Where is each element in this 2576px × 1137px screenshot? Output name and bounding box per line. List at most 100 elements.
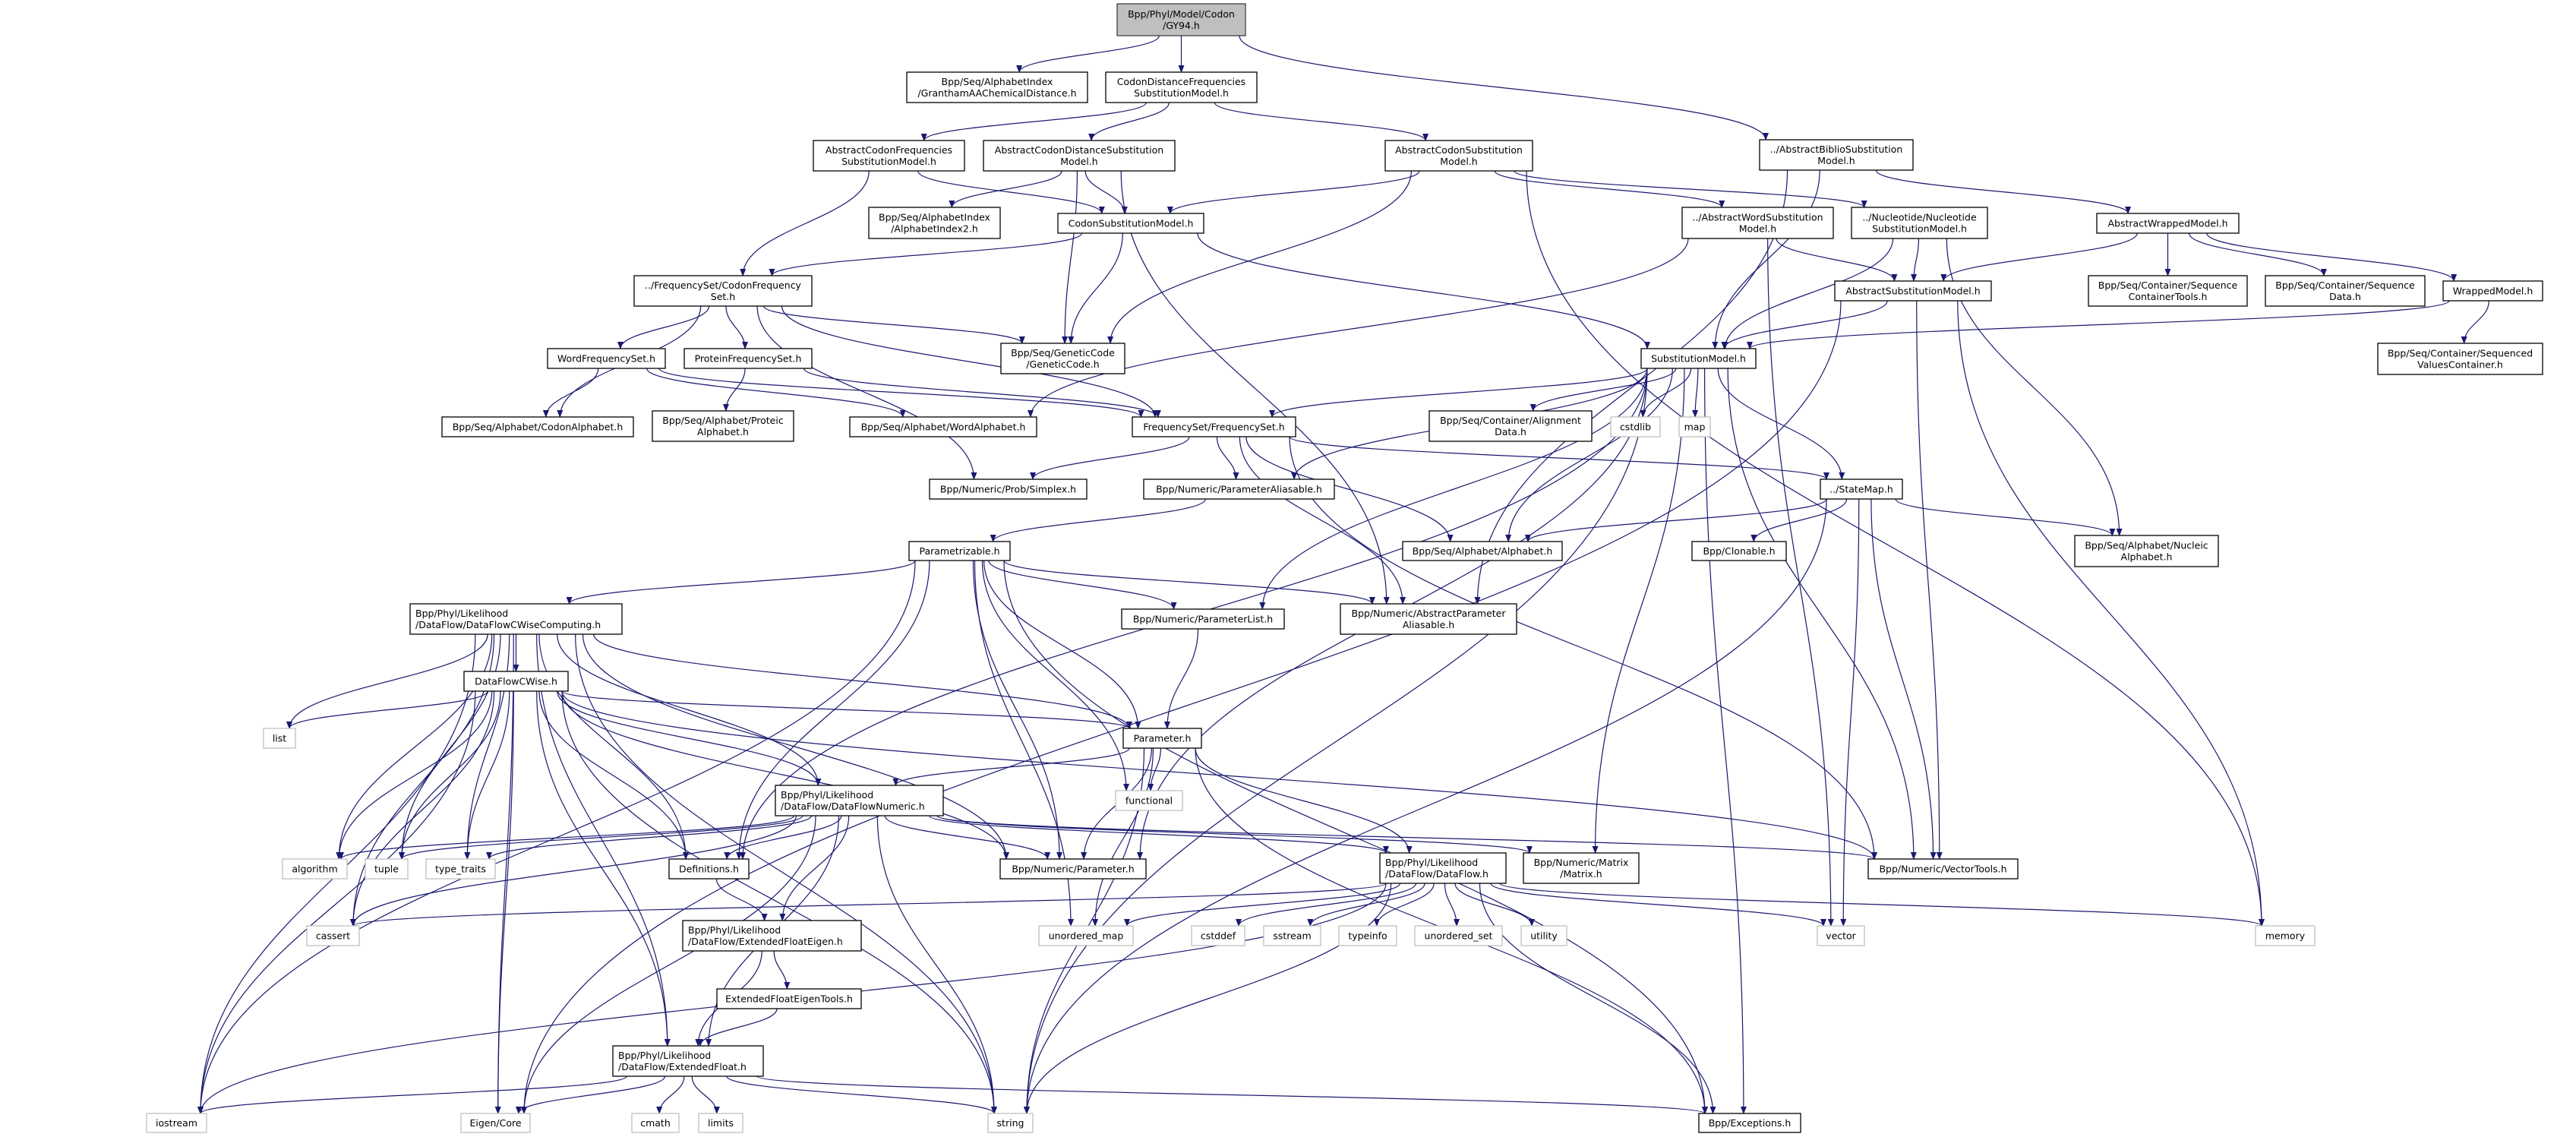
graph-node-string: string (987, 1113, 1034, 1133)
graph-node-ca[interactable]: Bpp/Seq/Alphabet/CodonAlphabet.h (441, 416, 634, 437)
graph-node-nparameter[interactable]: Bpp/Numeric/Parameter.h (999, 858, 1147, 880)
graph-node-csm[interactable]: CodonSubstitutionModel.h (1057, 213, 1204, 234)
node-label: ../AbstractBiblioSubstitution (1770, 144, 1903, 155)
node-label: limits (708, 1117, 734, 1129)
node-label: /GY94.h (1163, 20, 1200, 31)
node-box (868, 207, 1001, 239)
graph-node-pal[interactable]: Bpp/Numeric/ParameterAliasable.h (1143, 478, 1335, 500)
graph-node-matrix[interactable]: Bpp/Numeric/Matrix/Matrix.h (1523, 852, 1640, 884)
graph-node-eigencore: Eigen/Core (460, 1113, 531, 1133)
node-box (1057, 213, 1204, 234)
node-label: Bpp/Phyl/Likelihood (781, 789, 873, 801)
dependency-edge (486, 815, 813, 860)
graph-node-map: map (1678, 416, 1711, 437)
graph-node-asm[interactable]: AbstractSubstitutionModel.h (1834, 280, 1992, 302)
graph-node-fs[interactable]: FrequencySet/FrequencySet.h (1132, 416, 1296, 437)
graph-node-efe[interactable]: Bpp/Phyl/Likelihood/DataFlow/ExtendedFlo… (682, 920, 862, 952)
dependency-edge (756, 305, 977, 480)
graph-node-vectortools[interactable]: Bpp/Numeric/VectorTools.h (1867, 858, 2019, 880)
node-label: Bpp/Exceptions.h (1709, 1117, 1792, 1129)
node-label: SubstitutionModel.h (1134, 87, 1229, 99)
dependency-edge (781, 305, 1158, 418)
dependency-edge (936, 815, 1877, 860)
dependency-edge (658, 368, 1144, 418)
node-label: Data.h (2329, 291, 2361, 302)
graph-node-gc[interactable]: Bpp/Seq/GeneticCode/GeneticCode.h (1000, 343, 1125, 374)
graph-node-dfcwc[interactable]: Bpp/Phyl/Likelihood/DataFlow/DataFlowCWi… (409, 603, 623, 635)
node-box (1610, 416, 1661, 437)
graph-node-ai2[interactable]: Bpp/Seq/AlphabetIndex/AlphabetIndex2.h (868, 207, 1001, 239)
graph-node-cdfsm[interactable]: CodonDistanceFrequenciesSubstitutionMode… (1105, 71, 1258, 103)
graph-node-svc[interactable]: Bpp/Seq/Container/SequencedValuesContain… (2377, 343, 2543, 375)
node-label: Bpp/Seq/AlphabetIndex (942, 76, 1053, 87)
graph-node-efet[interactable]: ExtendedFloatEigenTools.h (716, 988, 862, 1009)
node-box (698, 1113, 743, 1133)
dependency-edge (884, 815, 1051, 860)
node-box (441, 416, 634, 437)
node-box (987, 1113, 1034, 1133)
node-label: string (997, 1117, 1024, 1129)
graph-node-type_traits: type_traits (425, 858, 496, 880)
graph-node-nsm[interactable]: ../Nucleotide/NucleotideSubstitutionMode… (1851, 207, 1988, 239)
node-label: Set.h (711, 291, 735, 302)
node-label: ProteinFrequencySet.h (695, 353, 802, 365)
graph-node-wm[interactable]: WrappedModel.h (2442, 280, 2543, 302)
graph-node-dfn[interactable]: Bpp/Phyl/Likelihood/DataFlow/DataFlowNum… (775, 785, 944, 816)
graph-node-awm[interactable]: AbstractWrappedModel.h (2096, 213, 2240, 234)
dependency-edge (1721, 300, 1888, 349)
graph-node-param[interactable]: Parametrizable.h (908, 541, 1011, 561)
graph-node-dataflow[interactable]: Bpp/Phyl/Likelihood/DataFlow/DataFlow.h (1379, 852, 1507, 884)
graph-node-gy94[interactable]: Bpp/Phyl/Model/Codon/GY94.h (1116, 3, 1246, 36)
dependency-edge (990, 498, 1206, 542)
dependency-edge (1776, 238, 1898, 282)
graph-node-exceptions[interactable]: Bpp/Exceptions.h (1698, 1113, 1801, 1133)
graph-node-clonable[interactable]: Bpp/Clonable.h (1691, 541, 1787, 561)
dependency-edge (763, 305, 1025, 344)
graph-node-parameter[interactable]: Parameter.h (1122, 728, 1202, 749)
graph-node-statemap[interactable]: ../StateMap.h (1820, 478, 1903, 500)
graph-node-sct[interactable]: Bpp/Seq/Container/SequenceContainerTools… (2088, 275, 2248, 307)
node-box (908, 541, 1011, 561)
node-box (631, 1113, 680, 1133)
node-label: SubstitutionModel.h (1872, 223, 1967, 235)
graph-node-wa[interactable]: Bpp/Seq/Alphabet/WordAlphabet.h (849, 416, 1037, 437)
dependency-edge (561, 690, 1132, 729)
graph-node-acfsm[interactable]: AbstractCodonFrequenciesSubstitutionMode… (813, 140, 965, 172)
node-label: Bpp/Phyl/Likelihood (618, 1050, 711, 1061)
dependency-edge (724, 815, 842, 860)
dependency-edge (1530, 368, 1677, 412)
edge-layer (197, 35, 2489, 1114)
graph-node-plist[interactable]: Bpp/Numeric/ParameterList.h (1121, 608, 1285, 630)
node-label: ../AbstractWordSubstitution (1692, 212, 1823, 223)
dependency-edge (1514, 170, 1867, 208)
graph-node-ef[interactable]: Bpp/Phyl/Likelihood/DataFlow/ExtendedFlo… (612, 1045, 764, 1077)
node-box (1340, 603, 1517, 635)
graph-node-grantham[interactable]: Bpp/Seq/AlphabetIndex/GranthamAAChemical… (906, 71, 1088, 103)
dependency-edge (1911, 238, 1920, 282)
graph-node-wfs[interactable]: WordFrequencySet.h (547, 348, 666, 369)
graph-node-dfcw[interactable]: DataFlowCWise.h (463, 671, 569, 692)
dependency-edge (691, 1075, 720, 1114)
graph-node-simplex[interactable]: Bpp/Numeric/Prob/Simplex.h (929, 478, 1088, 500)
node-label: Eigen/Core (469, 1117, 521, 1129)
graph-node-pfs[interactable]: ProteinFrequencySet.h (683, 348, 813, 369)
graph-node-alphabet[interactable]: Bpp/Seq/Alphabet/Alphabet.h (1402, 541, 1563, 561)
dependency-edge (1269, 368, 1648, 418)
graph-node-cmath: cmath (631, 1113, 680, 1133)
dependency-edge (464, 690, 510, 860)
graph-node-sm[interactable]: SubstitutionModel.h (1640, 348, 1757, 369)
node-label: CodonDistanceFrequencies (1117, 76, 1245, 87)
node-box (1698, 1113, 1801, 1133)
node-label: type_traits (435, 864, 486, 875)
graph-node-definitions[interactable]: Definitions.h (668, 858, 750, 880)
